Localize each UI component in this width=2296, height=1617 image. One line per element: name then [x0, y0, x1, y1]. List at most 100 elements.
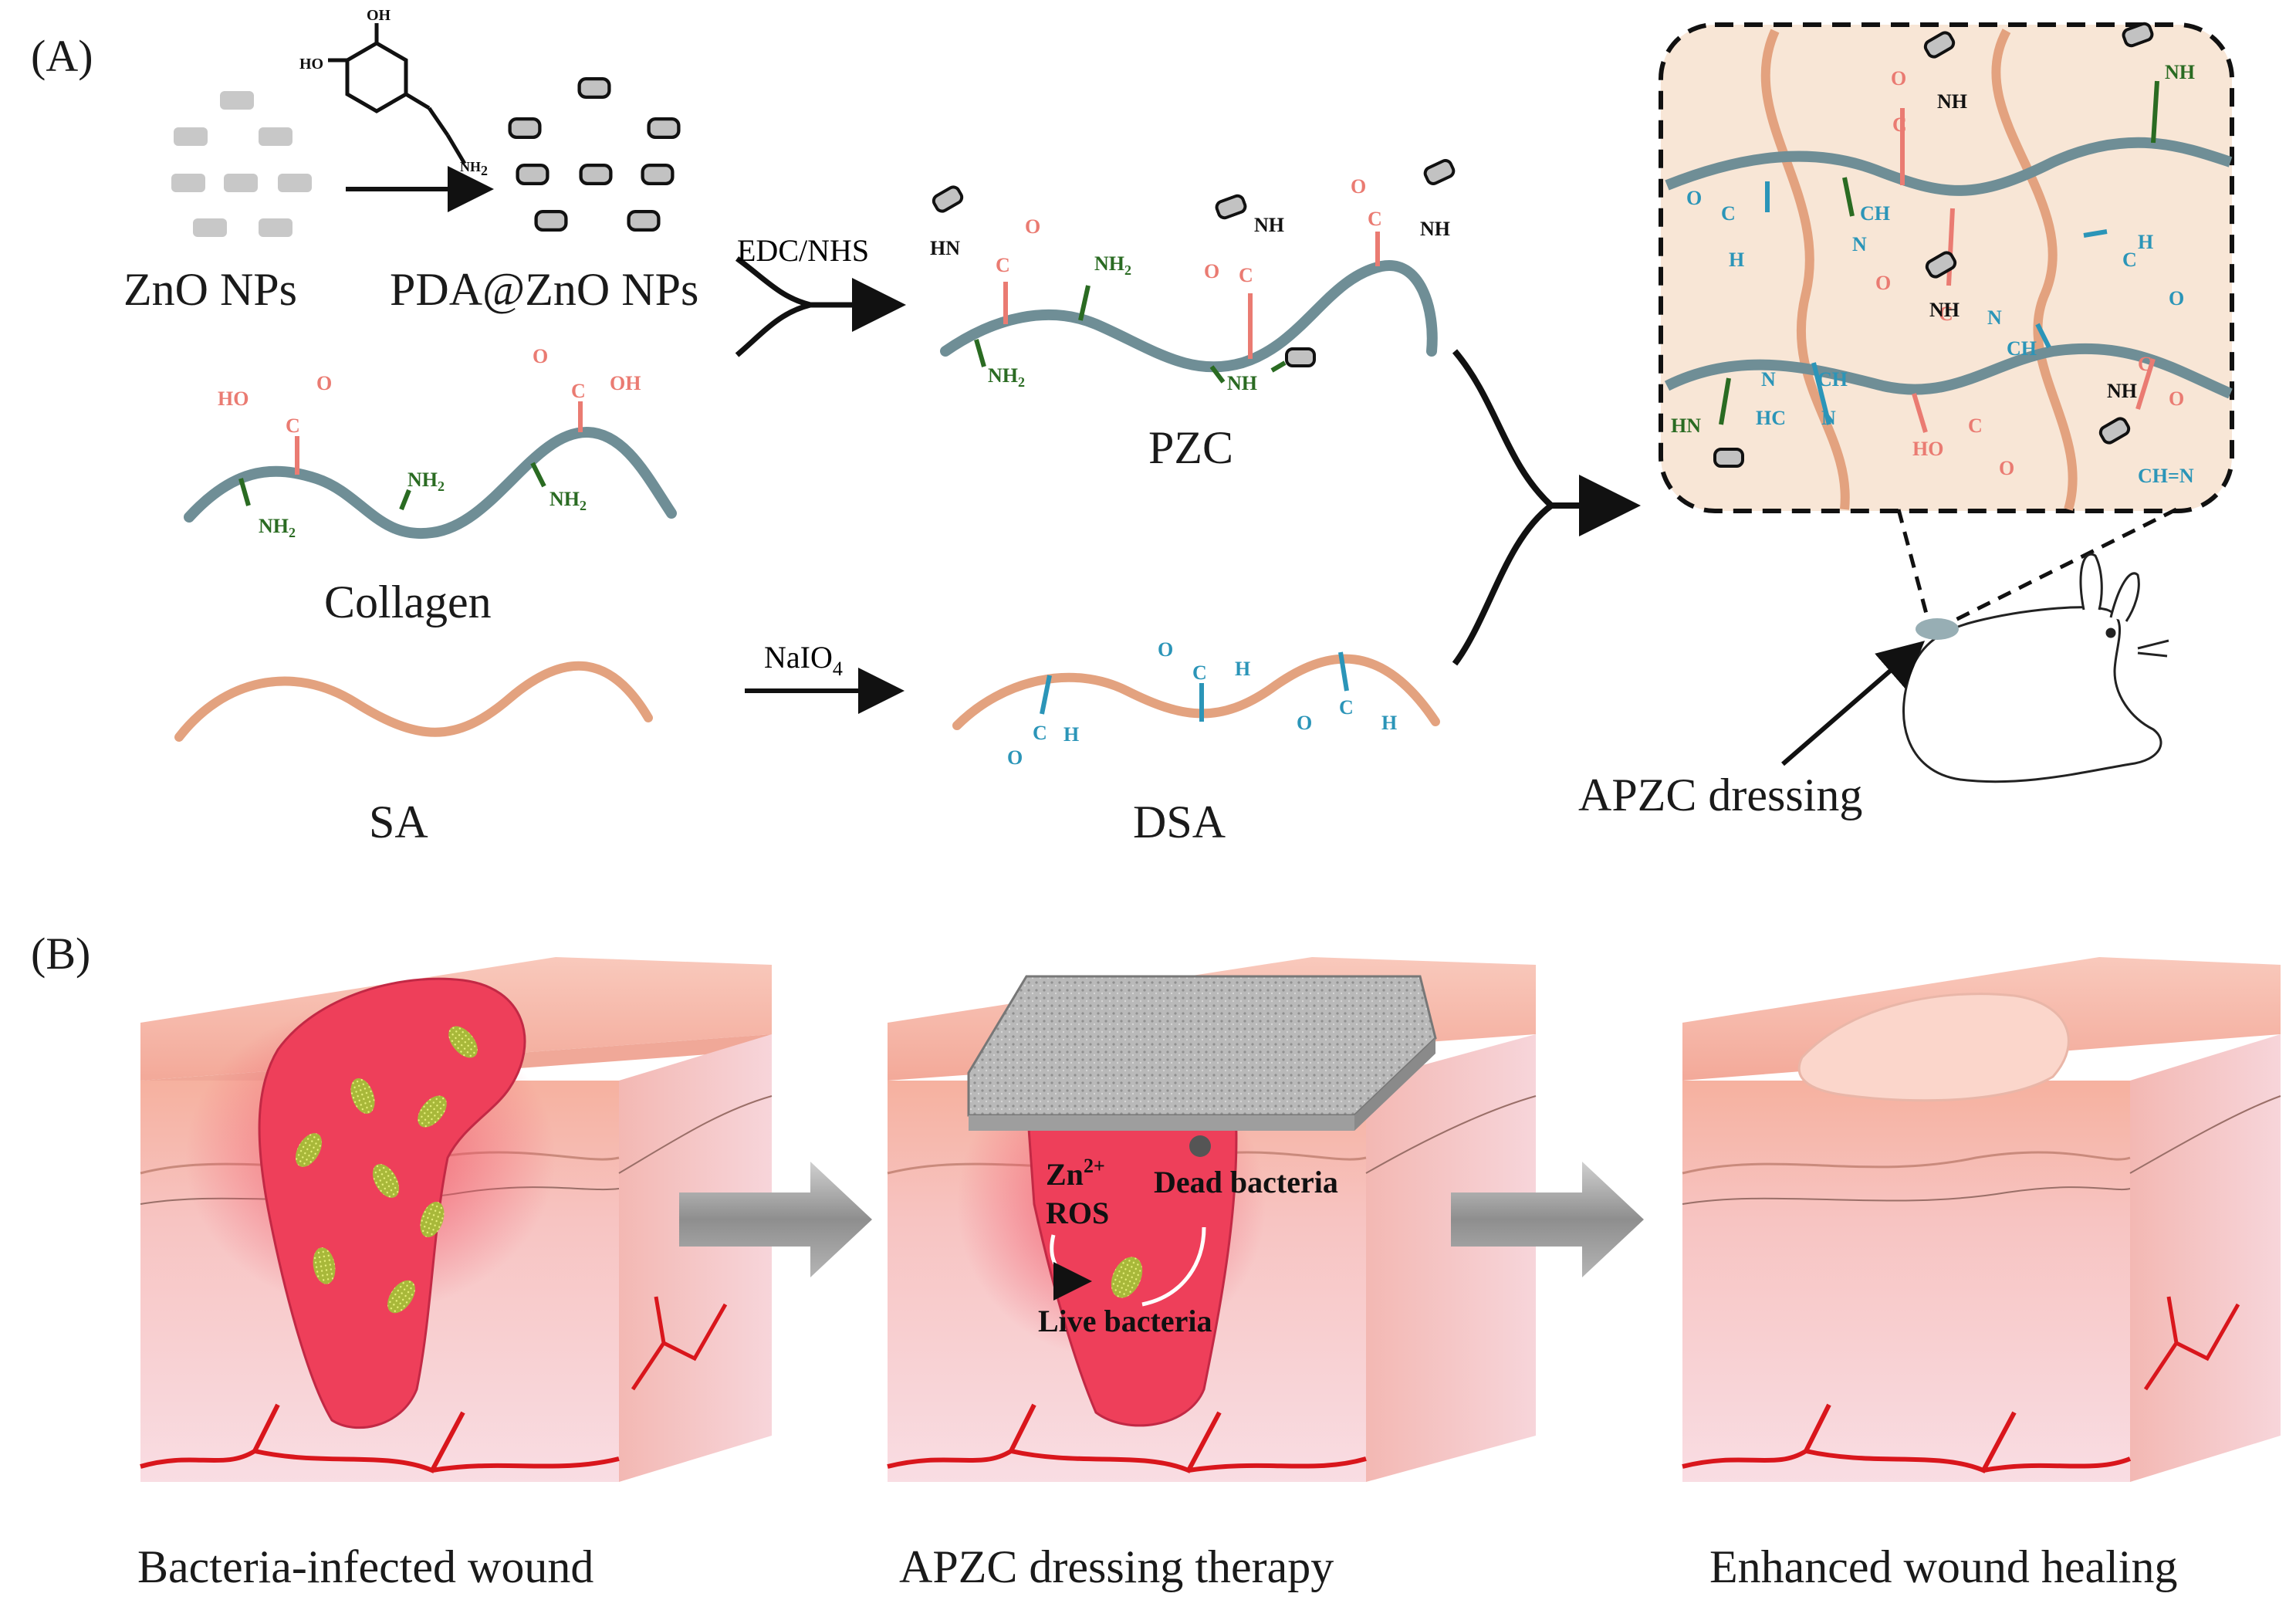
live-bacteria-label: Live bacteria	[1038, 1304, 1212, 1338]
zoom-line-left	[1896, 509, 1932, 626]
collagen-nh2-2: NH2	[407, 469, 445, 494]
rabbit-dressing-patch	[1916, 618, 1959, 640]
panel-label-b: (B)	[31, 929, 90, 979]
gel-o-1: O	[1891, 67, 1906, 90]
pzc-nh-2: NH	[1254, 214, 1284, 236]
gel-o-4: O	[2169, 287, 2184, 310]
dopamine-ho-label: HO	[299, 56, 323, 73]
gel-o-5: O	[2169, 387, 2184, 410]
collagen-o1: O	[316, 372, 332, 394]
merge-arrow-apzc	[1452, 349, 1641, 666]
gel-n-3: N	[1761, 368, 1776, 391]
label-sa: SA	[369, 797, 428, 847]
zn-label: Zn2+	[1046, 1155, 1105, 1192]
collagen-nh2-1: NH2	[259, 515, 296, 540]
pzc-nh-3: NH	[1420, 218, 1450, 240]
gel-nh-4: NH	[2107, 380, 2137, 402]
pzc-nh2-2: NH2	[988, 364, 1025, 390]
process-arrow-2[interactable]	[1451, 1162, 1644, 1277]
panel-label-a: (A)	[31, 31, 93, 81]
gel-ch-n: CH=N	[2138, 465, 2194, 487]
gel-nh-1: NH	[1937, 90, 1967, 113]
pzc-c-3: C	[1368, 208, 1382, 230]
skin-block-infected	[140, 957, 773, 1482]
gel-o-6: O	[1999, 457, 2014, 479]
label-collagen: Collagen	[324, 577, 492, 628]
caption-enhanced-healing: Enhanced wound healing	[1709, 1541, 2177, 1592]
zno-nanoparticles	[171, 91, 312, 237]
hydrogel-network-box	[1659, 20, 2234, 513]
gel-c-1: C	[1892, 113, 1907, 136]
gel-o-2: O	[1686, 187, 1702, 209]
dsa-o-3: O	[1297, 712, 1312, 734]
pzc-chain	[929, 157, 1457, 384]
gel-n-4: N	[1821, 407, 1836, 429]
label-dsa: DSA	[1133, 797, 1226, 847]
pzc-c-2: C	[1239, 264, 1253, 286]
dsa-o-2: O	[1158, 638, 1173, 661]
dead-bacteria-label: Dead bacteria	[1154, 1165, 1338, 1199]
gel-ch-1: CH	[1860, 202, 1890, 225]
collagen-c1: C	[286, 414, 300, 437]
pda-zno-nanoparticles	[510, 79, 679, 230]
label-zno-nps: ZnO NPs	[123, 264, 297, 315]
ros-label: ROS	[1046, 1196, 1109, 1230]
label-apzc-dressing: APZC dressing	[1578, 770, 1862, 820]
caption-infected-wound: Bacteria-infected wound	[137, 1541, 593, 1592]
label-edc-nhs: EDC/NHS	[737, 233, 869, 268]
dopamine-oh-label: OH	[367, 7, 391, 24]
dsa-o-1: O	[1007, 746, 1023, 769]
gel-hn: HN	[1671, 414, 1701, 437]
gel-c-3: C	[1939, 303, 1953, 325]
pzc-o-3: O	[1351, 175, 1366, 198]
gel-nh-2: NH	[2165, 61, 2195, 83]
gel-c-4: C	[2122, 249, 2137, 271]
gel-ch-3: CH	[1818, 368, 1848, 391]
dsa-c-3: C	[1339, 696, 1354, 719]
label-naio4: NaIO4	[764, 640, 843, 680]
gel-nh-3: NH	[1929, 299, 1960, 321]
dopamine-nh2-label: NH2	[460, 159, 488, 178]
dsa-c-1: C	[1033, 722, 1047, 744]
collagen-c2: C	[571, 380, 586, 402]
gel-c-5: C	[2138, 353, 2152, 375]
gel-c-2: C	[1721, 202, 1736, 225]
collagen-o2: O	[533, 345, 548, 367]
skin-block-healed	[1682, 957, 2281, 1482]
caption-dressing-therapy: APZC dressing therapy	[899, 1541, 1334, 1592]
sa-chain	[174, 661, 653, 742]
gel-ch-2: CH	[2007, 337, 2037, 360]
skin-block-therapy	[887, 957, 1537, 1482]
collagen-nh2-3: NH2	[549, 488, 587, 513]
dsa-h-3: H	[1381, 712, 1397, 734]
gel-hc: HC	[1756, 407, 1786, 429]
pzc-hn-1: HN	[930, 237, 960, 259]
pzc-o-2: O	[1204, 260, 1219, 282]
rabbit-illustration	[1902, 553, 2169, 783]
dopamine-molecule	[328, 23, 467, 165]
pzc-o-1: O	[1025, 215, 1040, 238]
gel-h-2: H	[1729, 249, 1744, 271]
pzc-nh-4: NH	[1227, 372, 1257, 394]
dsa-chain	[952, 651, 1440, 730]
dsa-h-1: H	[1063, 723, 1079, 746]
collagen-oh: OH	[610, 372, 641, 394]
gel-c-6: C	[1968, 414, 1983, 437]
merge-arrow-edc	[735, 256, 906, 357]
label-pzc: PZC	[1148, 422, 1233, 473]
pzc-nh2-1: NH2	[1094, 252, 1131, 278]
process-arrow-1[interactable]	[679, 1162, 872, 1277]
label-pda-zno-nps: PDA@ZnO NPs	[390, 264, 698, 315]
gel-ho: HO	[1912, 438, 1943, 460]
pzc-c-1: C	[996, 254, 1010, 276]
arrow-to-dressing	[1781, 641, 1926, 766]
dsa-c-2: C	[1192, 661, 1207, 684]
gel-h-3: H	[2138, 231, 2153, 253]
gel-n-1: N	[1852, 233, 1867, 255]
zoom-line-right	[1943, 507, 2178, 628]
gel-n-2: N	[1987, 306, 2002, 329]
collagen-chain	[184, 401, 677, 540]
gel-o-3: O	[1875, 272, 1891, 294]
dsa-h-2: H	[1235, 658, 1250, 680]
